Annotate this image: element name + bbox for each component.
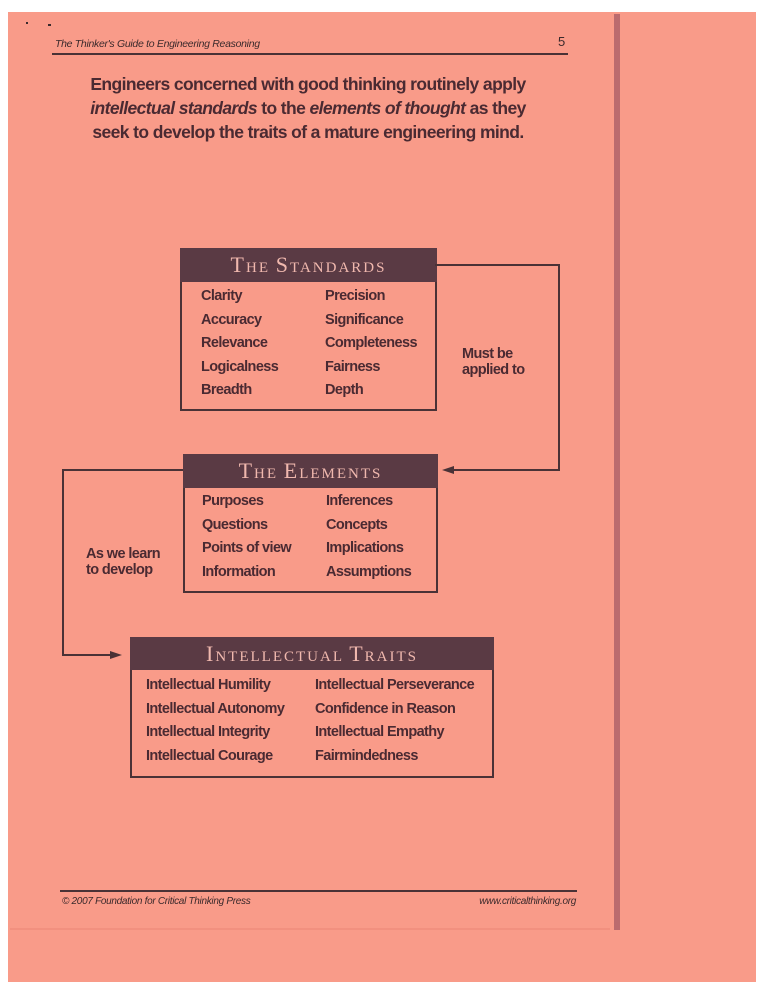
standard-item: Completeness — [325, 335, 418, 351]
element-item: Concepts — [326, 516, 388, 533]
trait-item: Intellectual Empathy — [315, 724, 445, 740]
header-text: HE — [254, 466, 284, 482]
header-initial: T — [238, 458, 255, 483]
scanned-page — [8, 12, 756, 982]
element-item: Points of view — [202, 540, 292, 556]
header-text: TANDARDS — [289, 260, 387, 276]
header-initial: S — [275, 252, 290, 277]
standard-item: Significance — [325, 311, 404, 328]
standard-item: Clarity — [201, 288, 243, 304]
scan-speck — [26, 22, 28, 24]
headline-line-1: Engineers concerned with good thinking r… — [90, 74, 526, 94]
trait-item: Intellectual Courage — [146, 747, 273, 764]
running-title: The Thinker's Guide to Engineering Reaso… — [55, 38, 260, 50]
connector-label-applied: Must be applied to — [462, 346, 525, 378]
label-line: applied to — [462, 362, 525, 378]
element-item: Questions — [202, 516, 268, 533]
connector-line — [435, 264, 560, 266]
header-text: LEMENTS — [299, 466, 383, 482]
header-text: HE — [245, 260, 276, 276]
connector-line — [62, 469, 64, 656]
element-item: Information — [202, 563, 276, 580]
trait-item: Confidence in Reason — [315, 700, 456, 717]
binding-shadow — [614, 14, 620, 930]
headline-line-3: seek to develop the traits of a mature e… — [92, 122, 524, 142]
standard-item: Depth — [325, 382, 364, 398]
headline-line-2: intellectual standards to the elements o… — [70, 96, 546, 120]
headline-text: as they — [465, 98, 527, 118]
element-item: Assumptions — [326, 563, 412, 580]
page-number: 5 — [558, 34, 566, 49]
header-initial: T — [349, 641, 365, 666]
header-initial: E — [283, 458, 300, 483]
elements-left-column: Purposes Questions Points of view Inform… — [202, 490, 292, 584]
arrow-left-icon — [442, 466, 454, 474]
trait-item: Intellectual Humility — [146, 677, 271, 693]
trait-item: Intellectual Integrity — [146, 724, 270, 740]
standards-left-column: Clarity Accuracy Relevance Logicalness B… — [201, 285, 279, 403]
standard-item: Precision — [325, 288, 385, 304]
traits-right-column: Intellectual Perseverance Confidence in … — [315, 674, 475, 768]
connector-line — [62, 469, 183, 471]
page-fold-line — [10, 928, 610, 930]
trait-item: Fairmindedness — [315, 747, 418, 764]
website-link[interactable]: www.criticalthinking.org — [479, 896, 576, 907]
connector-label-develop: As we learn to develop — [86, 546, 161, 578]
element-item: Implications — [326, 540, 404, 556]
label-line: Must be — [462, 346, 513, 362]
copyright: © 2007 Foundation for Critical Thinking … — [62, 896, 251, 907]
header-text: NTELLECTUAL — [215, 649, 350, 665]
standard-item: Accuracy — [201, 311, 262, 328]
headline: Engineers concerned with good thinking r… — [70, 72, 546, 144]
standard-item: Breadth — [201, 382, 252, 398]
connector-line — [558, 264, 560, 471]
connector-line — [452, 469, 560, 471]
traits-header: INTELLECTUAL TRAITS — [130, 637, 494, 670]
standard-item: Logicalness — [201, 358, 279, 375]
trait-item: Intellectual Perseverance — [315, 677, 475, 693]
header-rule — [52, 53, 568, 55]
standard-item: Fairness — [325, 358, 380, 375]
elements-header: THE ELEMENTS — [183, 454, 438, 488]
element-item: Inferences — [326, 493, 393, 509]
trait-item: Intellectual Autonomy — [146, 700, 285, 717]
emphasis-elements-of-thought: elements of thought — [309, 98, 466, 118]
header-initial: T — [230, 252, 246, 277]
label-line: to develop — [86, 562, 153, 578]
elements-right-column: Inferences Concepts Implications Assumpt… — [326, 490, 412, 584]
footer-rule — [60, 890, 577, 892]
element-item: Purposes — [202, 493, 264, 509]
connector-line — [62, 654, 112, 656]
traits-left-column: Intellectual Humility Intellectual Auton… — [146, 674, 285, 768]
header-initial: I — [206, 641, 216, 666]
standard-item: Relevance — [201, 335, 268, 351]
scan-speck — [48, 24, 51, 26]
label-line: As we learn — [86, 546, 161, 562]
standards-right-column: Precision Significance Completeness Fair… — [325, 285, 418, 403]
header-text: RAITS — [364, 649, 418, 665]
standards-header: THE STANDARDS — [180, 248, 437, 282]
emphasis-intellectual-standards: intellectual standards — [90, 98, 257, 118]
headline-text: to the — [256, 98, 310, 118]
arrow-right-icon — [110, 651, 122, 659]
